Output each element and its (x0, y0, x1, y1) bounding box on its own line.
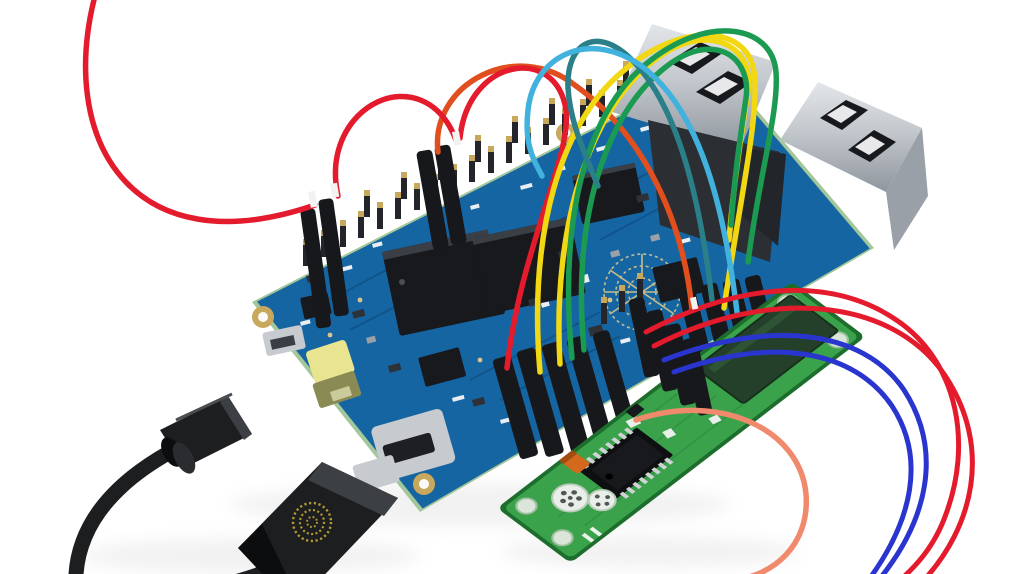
solder-pad-cluster-1 (551, 483, 590, 513)
small-ic-2 (418, 347, 466, 387)
wire-teal-loop (565, 38, 715, 303)
wire-red-loop-left (82, 0, 318, 225)
plug-logo (291, 501, 333, 543)
barrel-cable (68, 444, 178, 574)
orange-capacitor (558, 450, 590, 474)
wire-green-loop-1 (565, 28, 780, 361)
wire-green-loop-2 (578, 46, 750, 353)
barrel-connector (160, 392, 252, 474)
wire-module-salmon (633, 407, 809, 574)
sot23-transistor (625, 403, 645, 418)
dc-jack-yellow (306, 340, 362, 408)
power-cables (68, 392, 400, 574)
wire-red-loop-mid (332, 93, 459, 199)
solder-pad-cluster-2 (587, 489, 617, 512)
wire-crimps (307, 130, 699, 310)
micro-usb-plug (238, 455, 400, 574)
wire-module-blue-2 (671, 349, 914, 574)
wire-module-blue-1 (661, 332, 929, 574)
wire-red-long (457, 65, 570, 371)
jumper-wires (82, 0, 975, 574)
chips (300, 162, 705, 387)
wire-module-red-1 (651, 305, 975, 574)
usb-side-face (886, 128, 928, 250)
ic-socket (579, 427, 674, 499)
wire-orange-long (434, 63, 695, 313)
dip-legs (579, 427, 674, 499)
wire-cyan-loop (524, 46, 740, 315)
